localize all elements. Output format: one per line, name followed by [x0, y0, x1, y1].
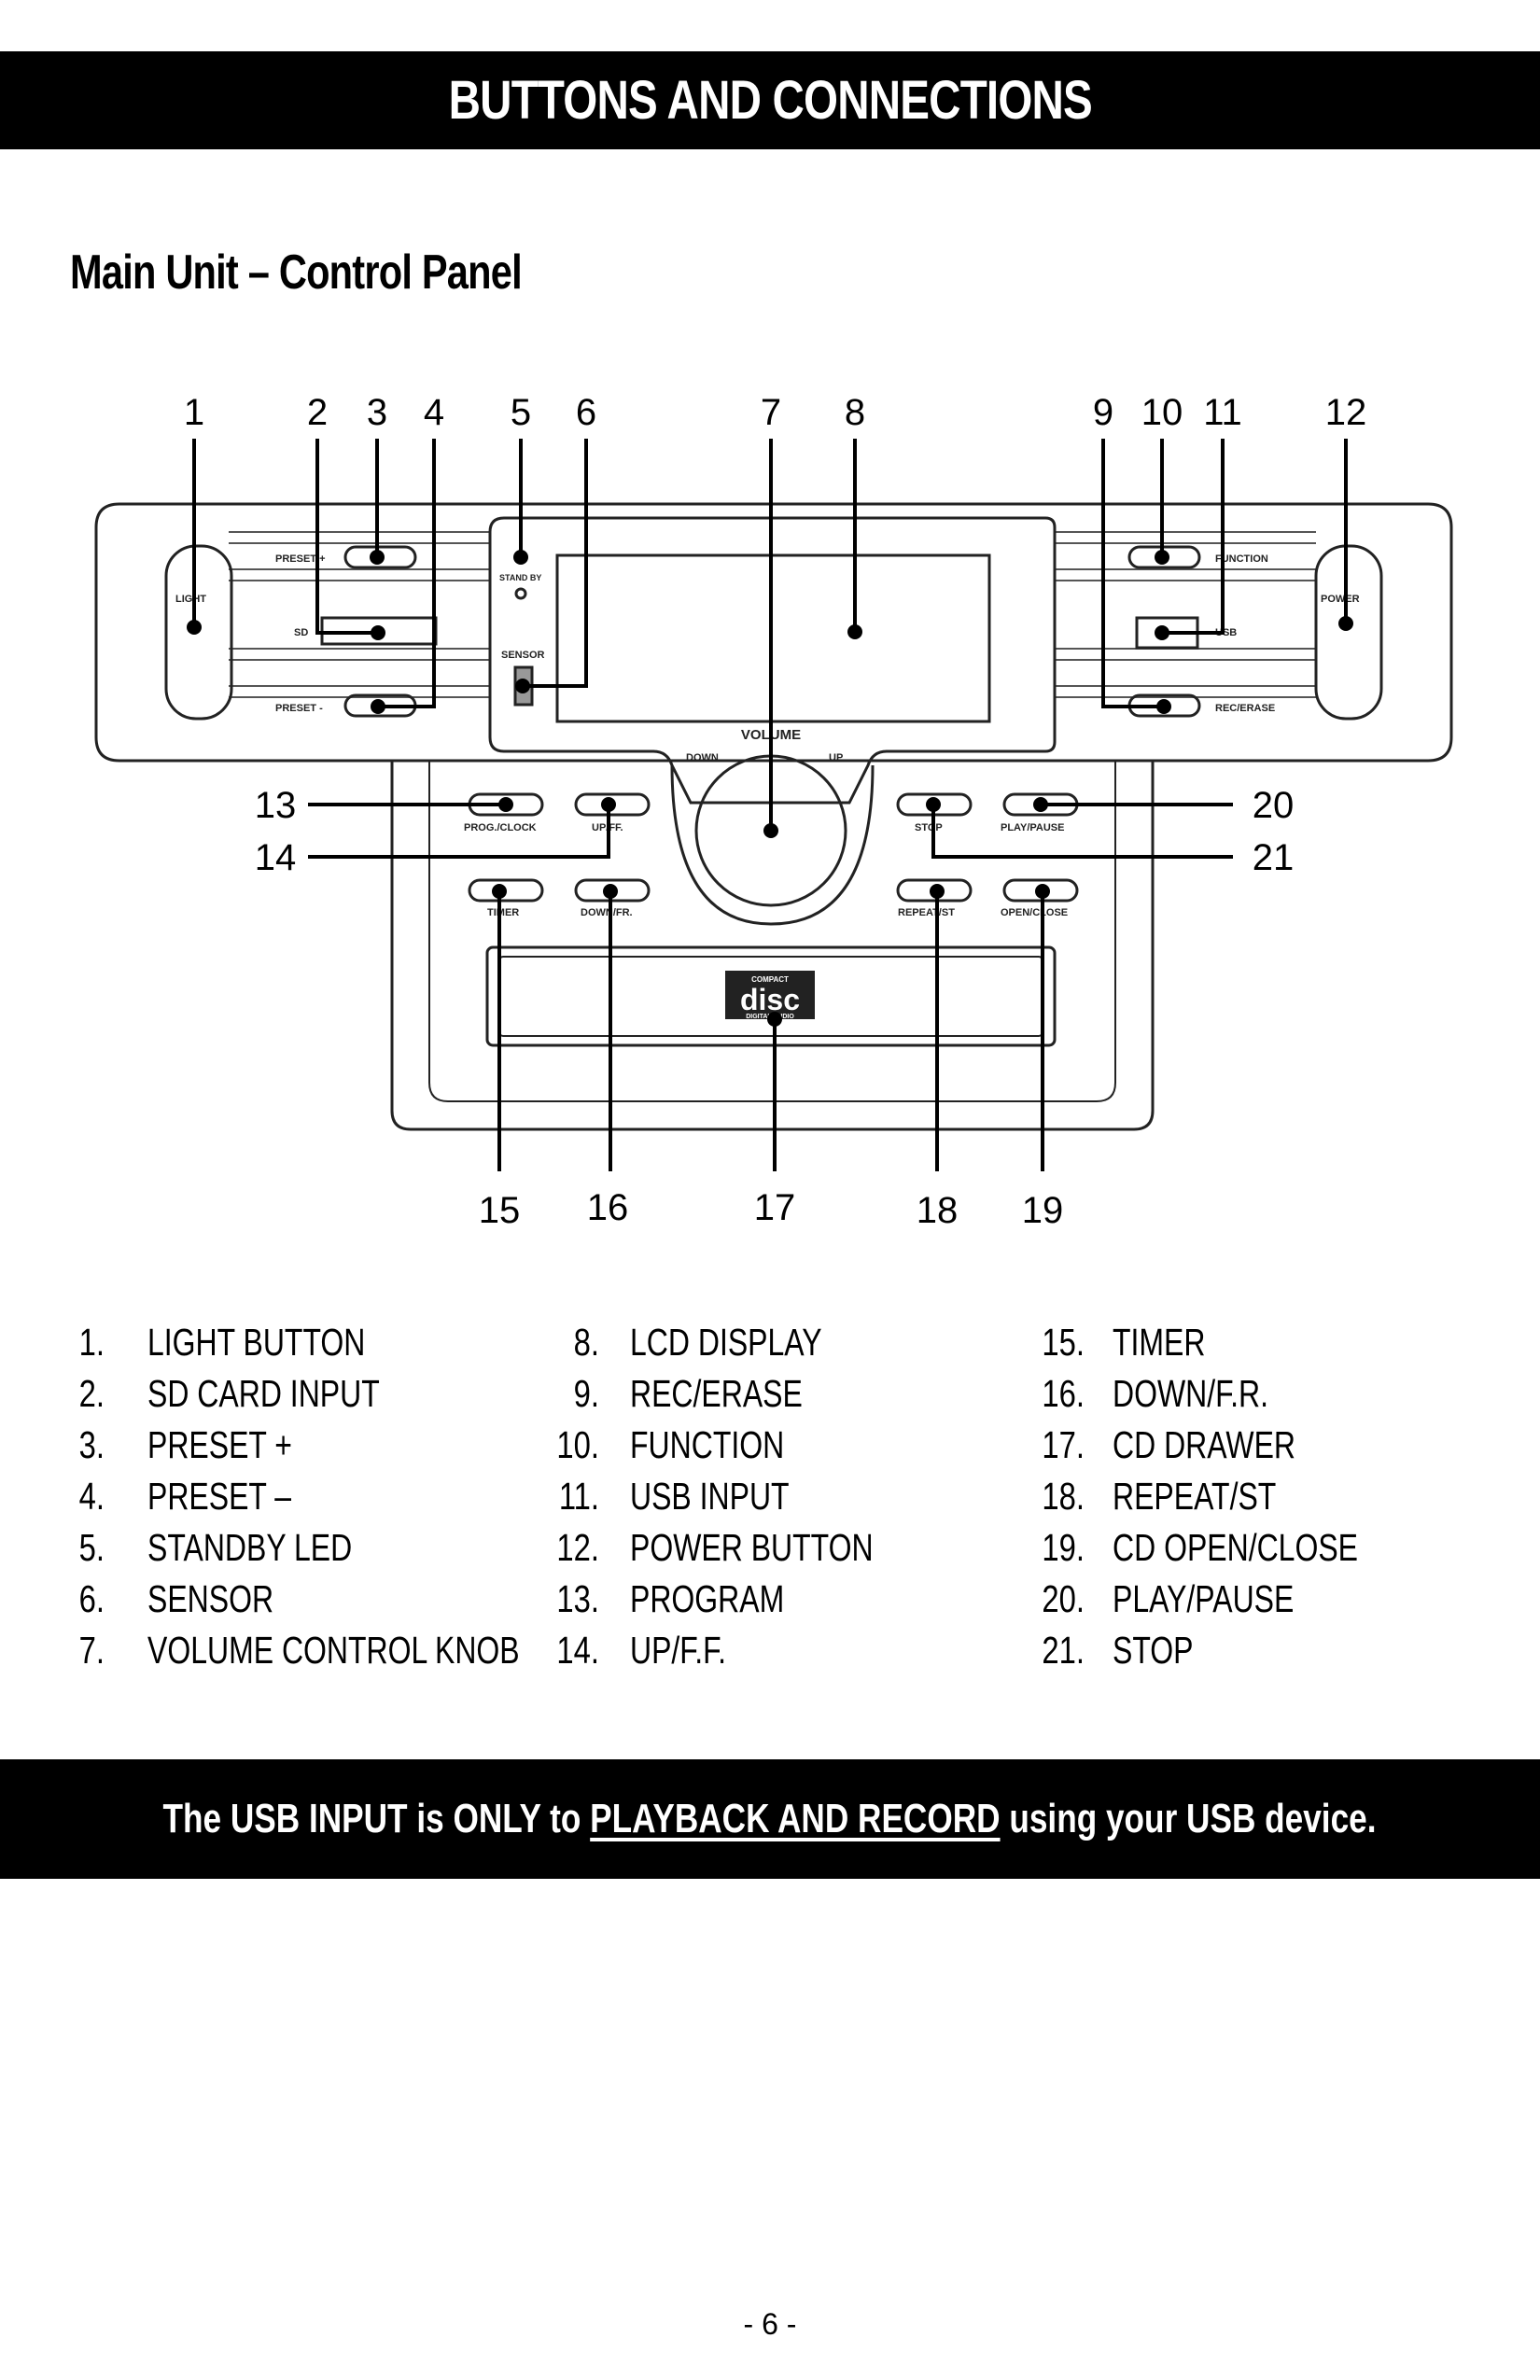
timer-button[interactable] — [468, 878, 544, 903]
preset-plus-button[interactable] — [343, 545, 417, 569]
label-power: POWER — [1321, 594, 1360, 605]
label-prog-clock: PROG./CLOCK — [464, 822, 537, 833]
callout-18: 18 — [917, 1190, 959, 1231]
callout-11: 11 — [1203, 392, 1242, 433]
section-title: Main Unit – Control Panel — [70, 245, 523, 300]
repeat-st-button[interactable] — [896, 878, 973, 903]
callout-20: 20 — [1253, 785, 1295, 826]
label-standby: STAND BY — [499, 573, 541, 582]
usb-notice-bar: The USB INPUT is ONLY to PLAYBACK AND RE… — [0, 1759, 1540, 1879]
callout-13: 13 — [255, 785, 297, 826]
callout-21: 21 — [1253, 837, 1295, 878]
callout-15: 15 — [479, 1190, 521, 1231]
callout-8: 8 — [845, 392, 865, 433]
callout-3: 3 — [367, 392, 387, 433]
callout-9: 9 — [1093, 392, 1113, 433]
callout-19: 19 — [1022, 1190, 1064, 1231]
control-panel-diagram: COMPACT disc DIGITAL AUDIO PRESET + SD P… — [94, 392, 1453, 1231]
label-sd: SD — [294, 627, 308, 638]
light-button[interactable] — [164, 544, 233, 721]
compact-text: COMPACT — [751, 975, 789, 984]
callout-6: 6 — [576, 392, 596, 433]
callout-16: 16 — [587, 1187, 629, 1228]
label-usb: USB — [1215, 627, 1237, 638]
callout-1: 1 — [184, 392, 204, 433]
up-ff-button[interactable] — [574, 792, 651, 817]
header-bar: BUTTONS AND CONNECTIONS — [0, 51, 1540, 149]
usb-notice-emphasis: PLAYBACK AND RECORD — [590, 1796, 1001, 1841]
lcd-display — [555, 553, 991, 723]
callout-14: 14 — [255, 837, 297, 878]
callout-2: 2 — [307, 392, 328, 433]
label-stop: STOP — [915, 822, 943, 833]
page-number: - 6 - — [743, 2307, 797, 2341]
standby-led — [514, 587, 527, 600]
callout-12: 12 — [1325, 392, 1367, 433]
label-open-close: OPEN/CLOSE — [1001, 907, 1068, 918]
label-up: UP — [829, 752, 843, 763]
label-preset-plus: PRESET + — [275, 553, 326, 565]
callout-4: 4 — [424, 392, 444, 433]
callout-5: 5 — [511, 392, 531, 433]
compact-disc-logo: COMPACT disc DIGITAL AUDIO — [725, 971, 815, 1020]
callout-7: 7 — [761, 392, 781, 433]
label-function: FUNCTION — [1215, 553, 1268, 565]
disc-logo-text: disc — [740, 983, 800, 1016]
callout-10: 10 — [1141, 392, 1183, 433]
label-down-fr: DOWN/FR. — [581, 907, 633, 918]
label-play-pause: PLAY/PAUSE — [1001, 822, 1064, 833]
label-sensor: SENSOR — [501, 650, 545, 661]
label-light: LIGHT — [175, 594, 206, 605]
power-button[interactable] — [1314, 544, 1383, 721]
label-timer: TIMER — [487, 907, 519, 918]
label-rec-erase: REC/ERASE — [1215, 703, 1275, 714]
label-repeat-st: REPEAT/ST — [898, 907, 955, 918]
label-preset-minus: PRESET - — [275, 703, 323, 714]
function-button[interactable] — [1127, 545, 1201, 569]
page-title: BUTTONS AND CONNECTIONS — [448, 70, 1092, 131]
cd-drawer[interactable] — [485, 945, 1057, 1047]
callout-17: 17 — [754, 1187, 796, 1228]
label-down: DOWN — [686, 752, 719, 763]
usb-notice-text: The USB INPUT is ONLY to PLAYBACK AND RE… — [162, 1796, 1377, 1841]
